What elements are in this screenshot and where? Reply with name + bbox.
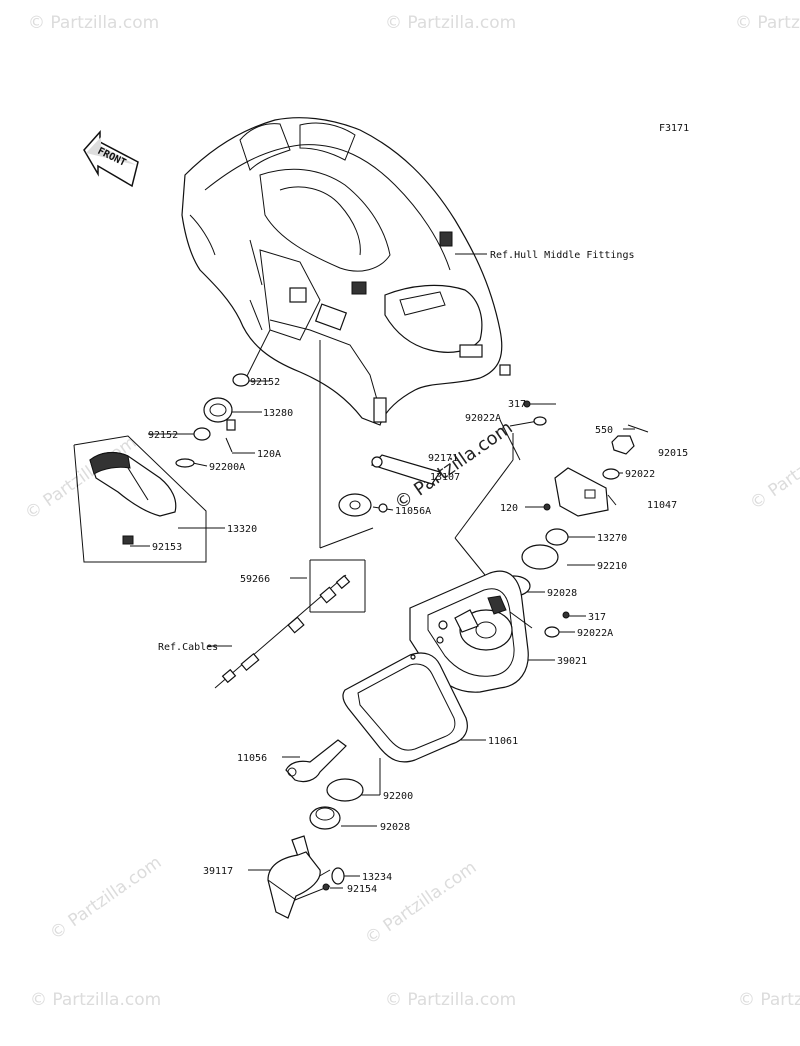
callout-39021: 39021 [557, 656, 587, 667]
watermark: © Partzilla.com [738, 990, 800, 1010]
figure-code: F3171 [659, 123, 689, 134]
callout-317-top: 317 [508, 399, 526, 410]
callout-11056: 11056 [237, 753, 267, 764]
callout-92022: 92022 [625, 469, 655, 480]
callout-317-lower: 317 [588, 612, 606, 623]
cover-group-13320 [73, 435, 207, 563]
callout-ref-cables: Ref.Cables [158, 642, 218, 653]
callout-39117: 39117 [203, 866, 233, 877]
callout-11056A: 11056A [395, 506, 431, 517]
lever-11056 [285, 739, 347, 783]
callout-13107: 13107 [430, 472, 460, 483]
callout-92152-left: 92152 [148, 430, 178, 441]
callout-120A: 120A [257, 449, 281, 460]
callout-92015: 92015 [658, 448, 688, 459]
callout-11047: 11047 [647, 500, 677, 511]
callout-11061: 11061 [488, 736, 518, 747]
callout-ref-hull: Ref.Hull Middle Fittings [490, 250, 635, 261]
callout-labels: Ref.Hull Middle Fittings 92152 13280 921… [148, 250, 688, 895]
steering-link-parts [338, 400, 547, 517]
callout-13280: 13280 [263, 408, 293, 419]
callout-92171: 92171 [428, 453, 458, 464]
callout-120: 120 [500, 503, 518, 514]
watermark: © Partzilla.com [385, 990, 516, 1010]
callout-13234: 13234 [362, 872, 392, 883]
callout-13320: 13320 [227, 524, 257, 535]
callout-59266: 59266 [240, 574, 270, 585]
watermark: © Partzilla.com [28, 13, 159, 33]
callout-92022A-lower: 92022A [577, 628, 613, 639]
lower-parts [267, 778, 364, 919]
steering-base-39021 [409, 570, 533, 693]
gasket-11061 [342, 652, 468, 763]
watermark: © Partzilla.com [385, 13, 516, 33]
callout-13270: 13270 [597, 533, 627, 544]
front-direction-arrow: FRONT [83, 130, 139, 188]
callout-92028-lower: 92028 [380, 822, 410, 833]
callout-92200A: 92200A [209, 462, 245, 473]
callout-92022A-top: 92022A [465, 413, 501, 424]
callout-92028-upper: 92028 [547, 588, 577, 599]
callout-92210: 92210 [597, 561, 627, 572]
cable-assembly [214, 574, 351, 689]
watermark: © Partzilla.com [746, 422, 800, 514]
right-hardware [497, 424, 649, 638]
callout-550: 550 [595, 425, 613, 436]
hull-middle-fittings [181, 117, 511, 426]
callout-92200: 92200 [383, 791, 413, 802]
watermark: © Partzilla.com [30, 990, 161, 1010]
watermark: © Partzilla.com [735, 13, 800, 33]
callout-92153: 92153 [152, 542, 182, 553]
callout-92152-top: 92152 [250, 377, 280, 388]
watermark: © Partzilla.com [46, 852, 165, 944]
left-hardware [175, 373, 250, 468]
callout-92154: 92154 [347, 884, 377, 895]
